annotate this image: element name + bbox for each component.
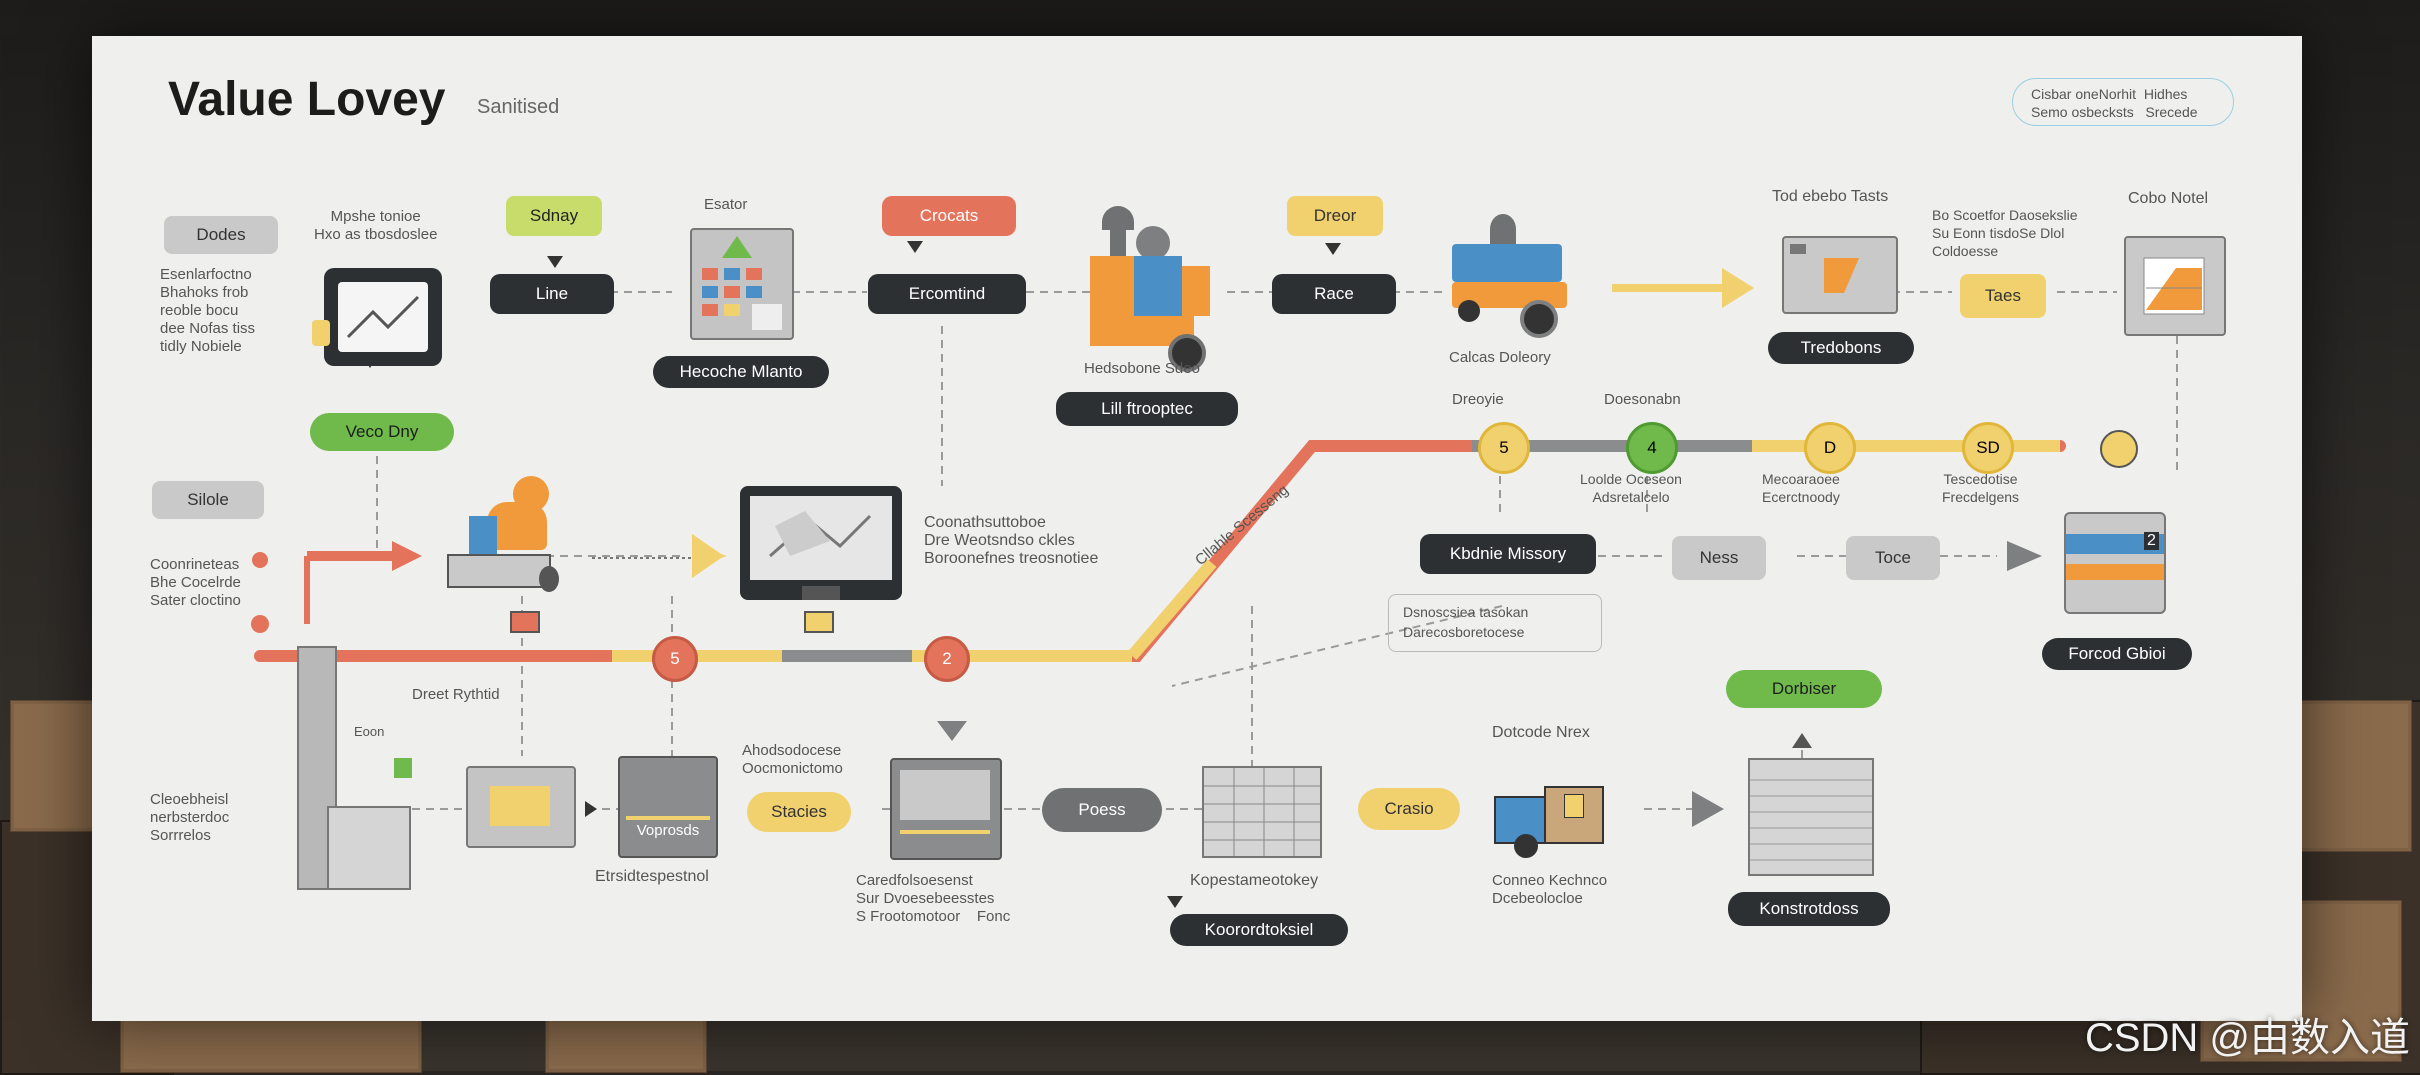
node-sdnay[interactable]: Sdnay (506, 196, 602, 236)
workbench-icon (466, 766, 576, 848)
under-circle-1: Loolde Oceseon Adsretalcelo (1580, 471, 1682, 505)
tray-machine-icon (1782, 236, 1898, 314)
label-hedsobone: Hedsobone Sdeo (1084, 360, 1200, 377)
left-header-note: Mpshe tonioe Hxo as tbosdoslee (314, 208, 438, 243)
node-race[interactable]: Race (1272, 274, 1396, 314)
node-dreor[interactable]: Dreor (1287, 196, 1383, 236)
node-crasio[interactable]: Crasio (1358, 788, 1460, 830)
label-etrsi: Etrsidtespestnol (595, 868, 709, 885)
node-lill[interactable]: Lill ftrooptec (1056, 392, 1238, 426)
green-pill-veco[interactable]: Veco Dny (310, 413, 454, 451)
control-panel-icon (690, 228, 794, 340)
node-hecoche[interactable]: Hecoche Mlanto (653, 356, 829, 388)
node-toce[interactable]: Toce (1846, 536, 1940, 580)
node-ercomtind[interactable]: Ercomtind (868, 274, 1026, 314)
track-circle[interactable]: 2 (924, 636, 970, 682)
page-title: Value Lovey (168, 73, 446, 126)
node-poess[interactable]: Poess (1042, 788, 1162, 832)
label-apodscnaset: Ahodsodocese Oocmonictomo (742, 742, 843, 777)
small-flag-icon (394, 758, 412, 778)
node-ness[interactable]: Ness (1672, 536, 1766, 580)
control-box-label: Voprosds (636, 822, 700, 839)
label-silole[interactable]: Silole (152, 481, 264, 519)
label-calcas: Calcas Doleory (1449, 349, 1551, 366)
screen-panel-icon: 2 (2064, 512, 2166, 614)
left-text-bottom: Cleoebheisl nerbsterdoc Sorrrelos (150, 791, 230, 844)
page-subtitle: Sanitised (477, 96, 560, 118)
forklift-icon (1452, 214, 1567, 338)
node-konstrotdo[interactable]: Konstrotdoss (1728, 892, 1890, 926)
label-dotcode: Dotcode Nrex (1492, 724, 1590, 741)
track-label-dreet: Dreet Rythtid (412, 686, 500, 703)
track-circle[interactable]: 5 (652, 636, 698, 682)
flag-marker-icon (510, 611, 540, 633)
cartoon-text: Caredfolsoesenst Sur Dvoesebeesstes S Fr… (856, 872, 1011, 925)
grid-panel-icon (1202, 766, 1322, 858)
node-taes[interactable]: Taes (1960, 274, 2046, 318)
node-kbdnie[interactable]: Kbdnie Missory (1420, 534, 1596, 574)
control-box-icon: Voprosds (618, 756, 718, 858)
under-circle-3: Tescedotise Frecdelgens (1942, 471, 2020, 505)
screen-digit: 2 (2144, 532, 2159, 550)
value-stream-board: Value Lovey Sanitised Cisbar oneNorhit H… (92, 36, 2302, 1021)
track-circle[interactable]: 5 (1478, 422, 1530, 474)
cart-machine-icon (1494, 776, 1604, 858)
node-forcod[interactable]: Forcod Gbioi (2042, 638, 2192, 670)
track-circle[interactable]: D (1804, 422, 1856, 474)
small-box-label: Eoon (354, 724, 385, 739)
watermark: CSDN @由数入道 (2084, 1016, 2410, 1060)
under-circle-2: Mecoaraoee Ecerctnoody (1762, 471, 1840, 505)
tablet-chart-icon (312, 268, 442, 366)
machine-base-icon (327, 806, 411, 890)
node-stacies[interactable]: Stacies (747, 792, 851, 832)
label-tod-ebeby: Tod ebebo Tasts (1772, 188, 1889, 205)
label-cobo-notel: Cobo Notel (2128, 190, 2209, 207)
label-conneo: Conneo Kechnco Dcebeolocloe (1492, 872, 1608, 907)
document-panel-icon (890, 758, 1002, 860)
tod-lines: Bo Scoetfor Daosekslie Su Eonn tisdoSe D… (1932, 207, 2078, 259)
stacked-sheets-icon (1748, 758, 1874, 876)
node-tredobots[interactable]: Tredobons (1768, 332, 1914, 364)
label-kopos: Kopestameotokey (1190, 872, 1319, 889)
chart-panel-icon (2124, 236, 2226, 336)
node-crocats[interactable]: Crocats (882, 196, 1016, 236)
label-esator: Esator (704, 196, 748, 213)
node-line[interactable]: Line (490, 274, 614, 314)
monitor-icon (740, 486, 902, 600)
track-end-dot-icon (2100, 430, 2138, 468)
monitor-text: Coonathsuttoboe Dre Weotsndso ckles Boro… (924, 514, 1099, 567)
track-circle[interactable]: 4 (1626, 422, 1678, 474)
worker-desk-icon (447, 476, 577, 606)
left-text-top: Esenlarfoctno Bhahoks frob reoble bocu d… (160, 266, 256, 355)
legend-box: Dsnoscsiea tasokan Darecosboretocese (1388, 594, 1602, 652)
flag-marker-icon (804, 611, 834, 633)
left-text-mid: Coonrineteas Bhe Cocelrde Sater cloctino (150, 556, 241, 609)
node-dorbiser[interactable]: Dorbiser (1726, 670, 1882, 708)
label-dreoyie: Dreoyie (1452, 391, 1504, 408)
label-doesonabn: Doesonabn (1604, 391, 1681, 408)
topright-note: Cisbar oneNorhit Hidhes Semo osbecksts S… (2012, 78, 2234, 126)
node-kooos[interactable]: Koorordtoksiel (1170, 914, 1348, 946)
track-circle[interactable]: SD (1962, 422, 2014, 474)
label-dodes[interactable]: Dodes (164, 216, 278, 254)
robot-machine-icon (1090, 206, 1210, 376)
